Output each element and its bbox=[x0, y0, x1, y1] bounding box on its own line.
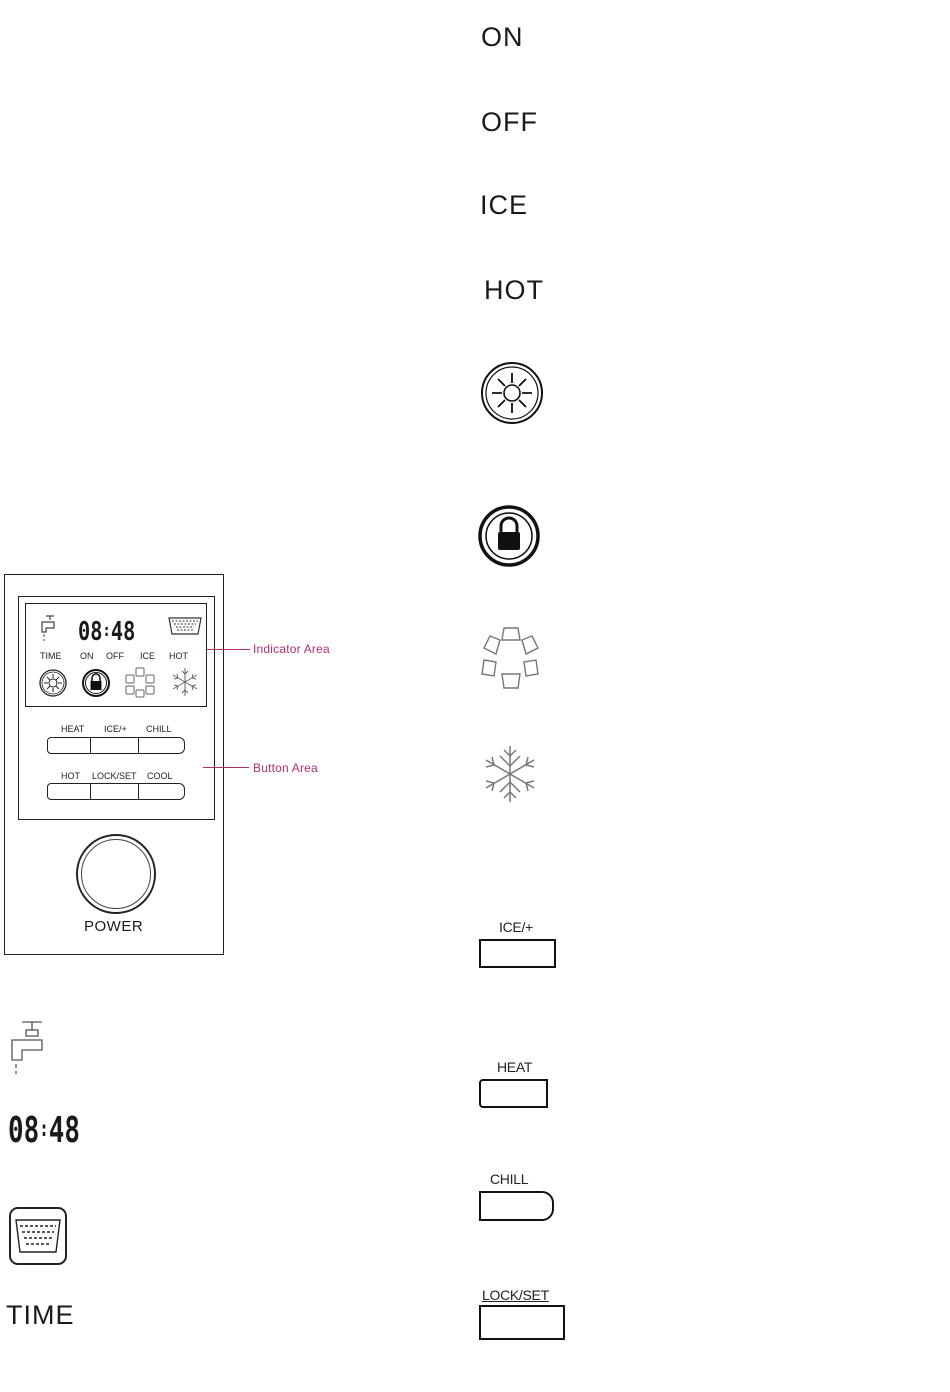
legend-chill-caption: CHILL bbox=[490, 1171, 528, 1187]
indicator-area: 08:48 TIME ON OFF ICE HOT bbox=[25, 603, 207, 707]
legend-heat-caption: HEAT bbox=[497, 1059, 532, 1075]
panel-button-lock-set[interactable] bbox=[91, 783, 139, 800]
callout-button-area: Button Area bbox=[253, 761, 318, 775]
faucet-icon bbox=[38, 614, 62, 642]
panel-button-ice-plus[interactable] bbox=[91, 737, 139, 754]
indicator-label-hot: HOT bbox=[169, 651, 188, 661]
ice-cubes-icon bbox=[478, 624, 544, 690]
legend-off-label: OFF bbox=[481, 107, 538, 138]
legend-ice-plus-button[interactable] bbox=[479, 939, 556, 968]
legend-ice-plus-caption: ICE/+ bbox=[499, 919, 533, 935]
power-label: POWER bbox=[84, 918, 143, 935]
indicator-label-ice: ICE bbox=[140, 651, 155, 661]
legend-heat-button[interactable] bbox=[479, 1079, 548, 1108]
panel-btn-caption-lock-set: LOCK/SET bbox=[92, 771, 137, 781]
legend-ice-label: ICE bbox=[480, 190, 528, 221]
legend-on-label: ON bbox=[481, 22, 524, 53]
sun-icon bbox=[38, 668, 68, 698]
power-button[interactable] bbox=[76, 834, 156, 914]
legend-chill-button[interactable] bbox=[479, 1191, 554, 1221]
snowflake-icon bbox=[478, 742, 542, 806]
panel-button-hot[interactable] bbox=[47, 783, 91, 800]
callout-indicator-area: Indicator Area bbox=[253, 642, 344, 656]
indicator-label-off: OFF bbox=[106, 651, 124, 661]
legend-hot-label: HOT bbox=[484, 275, 544, 306]
lock-icon bbox=[81, 668, 111, 698]
control-panel: 08:48 TIME ON OFF ICE HOT bbox=[4, 574, 224, 955]
snowflake-icon bbox=[169, 666, 201, 698]
panel-button-cool[interactable] bbox=[139, 783, 185, 800]
indicator-label-on: ON bbox=[80, 651, 94, 661]
panel-btn-caption-heat: HEAT bbox=[61, 724, 84, 734]
panel-button-chill[interactable] bbox=[139, 737, 185, 754]
legend-lock-set-button[interactable] bbox=[479, 1305, 565, 1340]
legend-time-display: 08:48 bbox=[8, 1110, 80, 1151]
display-grid-icon bbox=[168, 616, 202, 636]
legend-lock-set-caption: LOCK/SET bbox=[482, 1287, 549, 1303]
panel-btn-caption-cool: COOL bbox=[147, 771, 173, 781]
panel-btn-caption-chill: CHILL bbox=[146, 724, 172, 734]
callout-line-indicator bbox=[206, 649, 250, 650]
faucet-icon bbox=[8, 1018, 54, 1078]
sun-icon bbox=[480, 361, 544, 425]
lock-icon bbox=[478, 505, 540, 567]
legend-time-label: TIME bbox=[6, 1300, 75, 1331]
panel-button-heat[interactable] bbox=[47, 737, 91, 754]
display-grid-icon bbox=[8, 1206, 68, 1266]
indicator-label-time: TIME bbox=[40, 651, 62, 661]
display-time: 08:48 bbox=[78, 617, 135, 647]
panel-btn-caption-ice-plus: ICE/+ bbox=[104, 724, 127, 734]
panel-btn-caption-hot: HOT bbox=[61, 771, 80, 781]
ice-cubes-icon bbox=[124, 666, 156, 698]
callout-line-button bbox=[203, 767, 249, 768]
